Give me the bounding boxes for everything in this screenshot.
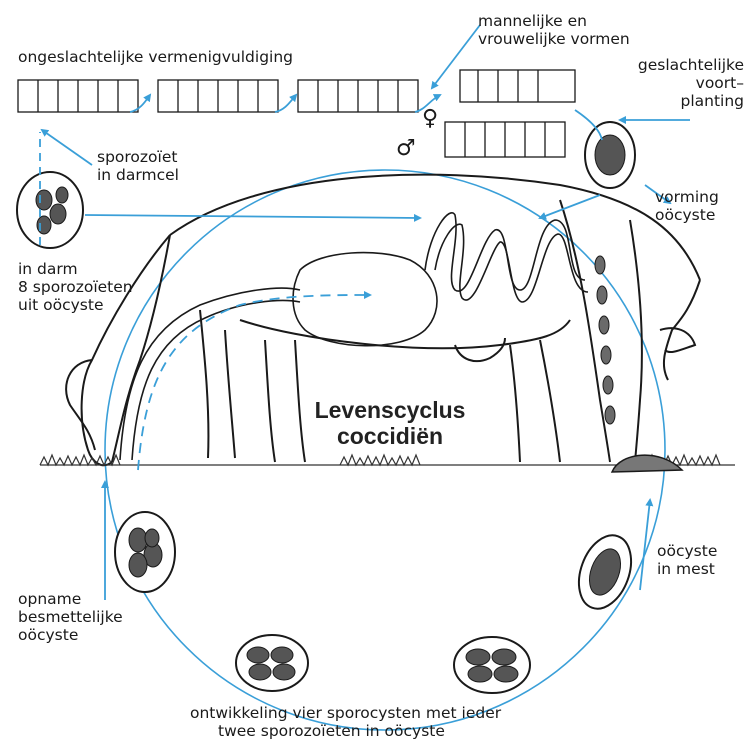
intake-label-line2: besmettelijke	[18, 608, 123, 626]
manure-label-line1: oöcyste	[657, 542, 717, 560]
oocyst-formation-label-line2: oöcyste	[655, 206, 715, 224]
diagram-title-line2: coccidiën	[290, 424, 490, 448]
development-label-line2: twee sporozoïeten in oöcyste	[218, 722, 445, 740]
sexual-reproduction-label-line3: planting	[560, 92, 744, 110]
sporozoite-label-line1: sporozoïet	[97, 148, 177, 166]
female-symbol: ♀	[422, 108, 438, 130]
intake-label-line3: oöcyste	[18, 626, 78, 644]
sexual-reproduction-label-line2: voort–	[560, 74, 744, 92]
gut-cell-strip-icon	[18, 70, 575, 157]
sexual-reproduction-label-line1: geslachtelijke	[560, 56, 744, 74]
development-label-line1: ontwikkeling vier sporocysten met ieder	[190, 704, 501, 722]
gut-label-line3: uit oöcyste	[18, 296, 104, 314]
gut-label-line2: 8 sporozoïeten	[18, 278, 133, 296]
manure-label-line2: in mest	[657, 560, 715, 578]
male-female-label-line1: mannelijke en	[478, 12, 587, 30]
feces-drops	[595, 256, 615, 424]
oocyst-formation-label-line1: vorming	[655, 188, 719, 206]
sporozoite-label-line2: in darmcel	[97, 166, 179, 184]
gut-label-line1: in darm	[18, 260, 78, 278]
asexual-reproduction-label: ongeslachtelijke vermenigvuldiging	[18, 48, 293, 66]
manure-pile-icon	[612, 455, 682, 472]
intake-label-line1: opname	[18, 590, 81, 608]
male-female-label-line2: vrouwelijke vormen	[478, 30, 630, 48]
diagram-title-line1: Levenscyclus	[290, 398, 490, 422]
male-symbol: ♂	[396, 138, 416, 160]
